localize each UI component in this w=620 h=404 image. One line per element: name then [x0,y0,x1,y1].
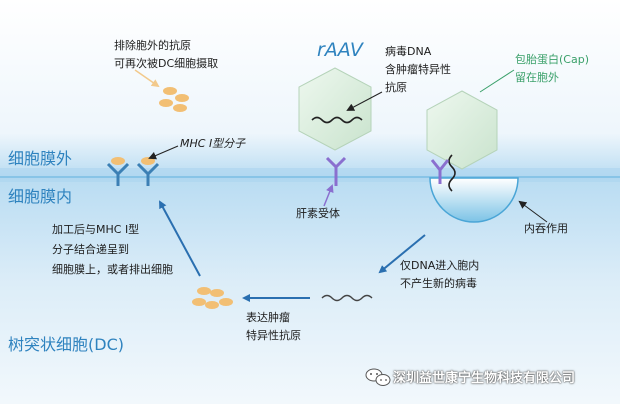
mhc-pointer [148,145,179,160]
excreted-antigen-line-2: 可再次被DC细胞摄取 [114,57,219,70]
expression-line-2: 特异性抗原 [246,329,301,342]
processing-label: 加工后与MHC I型 分子结合递呈到 细胞膜上，或者排出细胞 [52,222,173,278]
processing-line-3: 细胞膜上，或者排出细胞 [52,263,173,276]
watermark: 深圳益世康宁生物科技有限公司 [393,371,576,386]
raav-title: rAAV [317,39,363,61]
mhc-molecule-left [106,157,130,186]
viral-dna-line-1: 病毒DNA [385,45,432,58]
expression-line-1: 表达肿瘤 [246,311,290,324]
processing-line-2: 分子结合递呈到 [52,243,129,256]
expression-label: 表达肿瘤 特异性抗原 [246,310,301,344]
receptor-pointer [323,184,334,207]
dna-entry-arrow [378,234,426,274]
mhc-label: MHC I型分子 [180,137,246,150]
excreted-antigen-dots [159,87,189,112]
intracellular-dna [321,294,373,302]
viral-dna-strand [311,116,363,124]
antigen-uptake-arrow [134,69,160,88]
region-label-cell: 树突状细胞(DC) [8,335,124,354]
excreted-antigen-line-1: 排除胞外的抗原 [114,39,191,52]
raav-capsid [298,67,372,151]
receptor-label: 肝素受体 [296,207,340,220]
heparin-receptor [325,156,347,186]
capsid-pointer [479,69,515,93]
entering-capsid [426,90,498,170]
region-label-inside: 细胞膜内 [8,187,73,206]
endocytosis-label: 内吞作用 [524,222,568,235]
endocytosis-pointer [518,200,548,223]
dna-entry-label: 仅DNA进入胞内 不产生新的病毒 [400,258,479,292]
wechat-icon [365,368,391,386]
capsid-label: 包胎蛋白(Cap) 留在胞外 [515,52,589,86]
region-label-outside: 细胞膜外 [8,149,73,168]
dna-entry-line-1: 仅DNA进入胞内 [400,259,480,272]
expressed-antigen-dots [192,287,233,309]
viral-dna-pointer [346,91,383,111]
processing-line-1: 加工后与MHC I型 [52,223,140,236]
endocytosis-receptor [430,159,450,184]
membrane-band [0,168,620,182]
viral-dna-label: 病毒DNA 含肿瘤特异性 抗原 [385,44,451,96]
dna-entry-line-2: 不产生新的病毒 [400,277,477,290]
excreted-antigen-label: 排除胞外的抗原 可再次被DC细胞摄取 [114,38,218,72]
presentation-arrow [159,200,201,277]
capsid-line-1: 包胎蛋白(Cap) [515,53,589,66]
viral-dna-line-2: 含肿瘤特异性 [385,63,451,76]
viral-dna-line-3: 抗原 [385,81,407,94]
endocytic-vesicle [429,177,519,223]
capsid-line-2: 留在胞外 [515,71,559,84]
